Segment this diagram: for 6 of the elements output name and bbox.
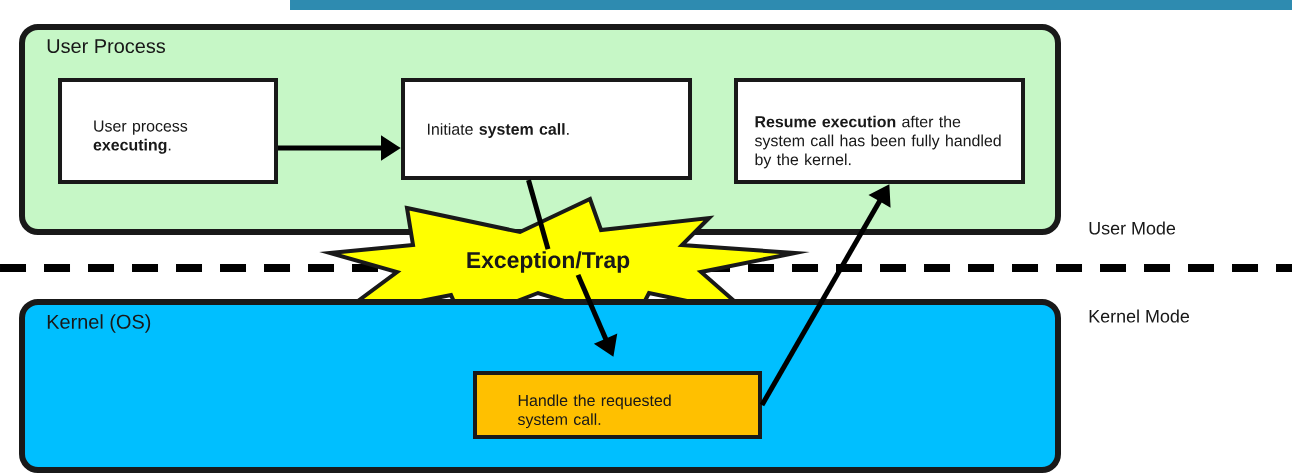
step-box: Resume execution after the system call has been fully handled by the kernel.	[734, 78, 1025, 184]
step-box: User process executing.	[58, 78, 278, 184]
mode-label: Kernel Mode	[1089, 309, 1190, 323]
mode-label: User Mode	[1089, 221, 1176, 235]
step-box: Handle the requested system call.	[473, 371, 762, 439]
step-box: Initiate system call.	[401, 78, 692, 180]
